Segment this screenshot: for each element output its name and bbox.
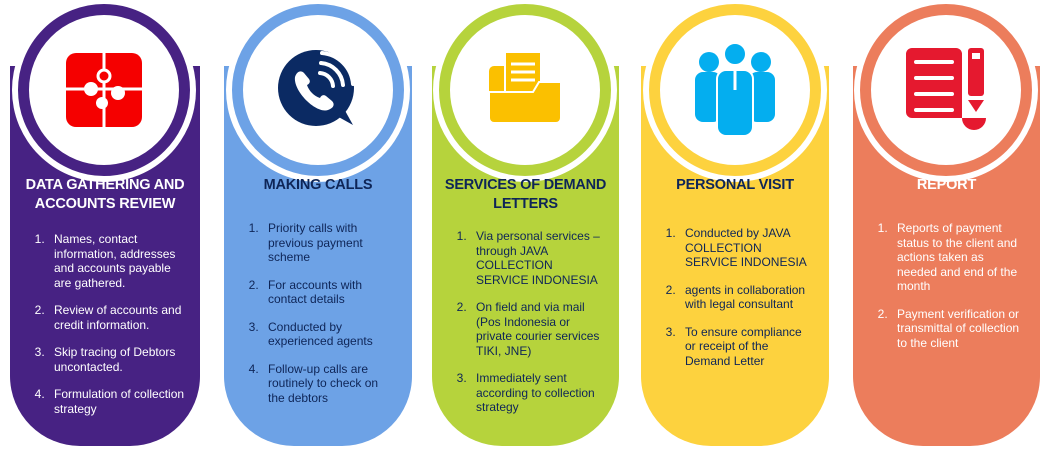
phone-call-icon <box>278 50 355 126</box>
list-item: Conducted by JAVA COLLECTION SERVICE IND… <box>679 226 815 270</box>
list-item: Reports of payment status to the client … <box>891 221 1026 294</box>
step-card-personal-visit: PERSONAL VISIT Conducted by JAVA COLLECT… <box>641 4 829 446</box>
step-card-report: REPORT Reports of payment status to the … <box>853 4 1040 446</box>
list-item: Formulation of collection strategy <box>48 387 186 416</box>
step-list: Via personal services – through JAVA COL… <box>432 229 619 428</box>
list-item: agents in collaboration with legal consu… <box>679 283 815 312</box>
icon-ring <box>232 4 404 176</box>
report-pen-icon <box>906 48 986 130</box>
icon-ring <box>860 4 1032 176</box>
list-item: Conducted by experienced agents <box>262 320 398 349</box>
step-list: Reports of payment status to the client … <box>853 221 1040 363</box>
step-title: REPORT <box>916 177 977 193</box>
step-card-data-gathering: DATA GATHERING AND ACCOUNTS REVIEW Names… <box>10 4 200 446</box>
step-title: PERSONAL VISIT <box>676 177 794 193</box>
folder-document-icon <box>489 52 561 124</box>
step-list: Priority calls with previous payment sch… <box>224 221 412 418</box>
step-card-demand-letters: SERVICES OF DEMAND LETTERS Via personal … <box>432 4 619 446</box>
step-title: SERVICES OF DEMAND LETTERS <box>444 177 607 212</box>
list-item: Review of accounts and credit informatio… <box>48 303 186 332</box>
list-item: To ensure compliance or receipt of the D… <box>679 325 815 369</box>
icon-ring <box>439 4 611 176</box>
list-item: Follow-up calls are routinely to check o… <box>262 362 398 406</box>
people-icon <box>695 42 775 137</box>
list-item: Names, contact information, addresses an… <box>48 232 186 290</box>
step-card-making-calls: MAKING CALLS Priority calls with previou… <box>224 4 412 446</box>
step-list: Conducted by JAVA COLLECTION SERVICE IND… <box>641 226 829 381</box>
step-title: DATA GATHERING AND ACCOUNTS REVIEW <box>25 177 185 212</box>
list-item: Payment verification or transmittal of c… <box>891 307 1026 351</box>
icon-ring <box>18 4 190 176</box>
list-item: On field and via mail (Pos Indonesia or … <box>470 300 605 358</box>
step-list: Names, contact information, addresses an… <box>10 232 200 429</box>
list-item: Priority calls with previous payment sch… <box>262 221 398 265</box>
list-item: Immediately sent according to collection… <box>470 371 605 415</box>
step-title: MAKING CALLS <box>263 177 373 193</box>
icon-ring <box>649 4 821 176</box>
puzzle-icon <box>66 53 142 127</box>
list-item: For accounts with contact details <box>262 278 398 307</box>
list-item: Skip tracing of Debtors uncontacted. <box>48 345 186 374</box>
list-item: Via personal services – through JAVA COL… <box>470 229 605 287</box>
